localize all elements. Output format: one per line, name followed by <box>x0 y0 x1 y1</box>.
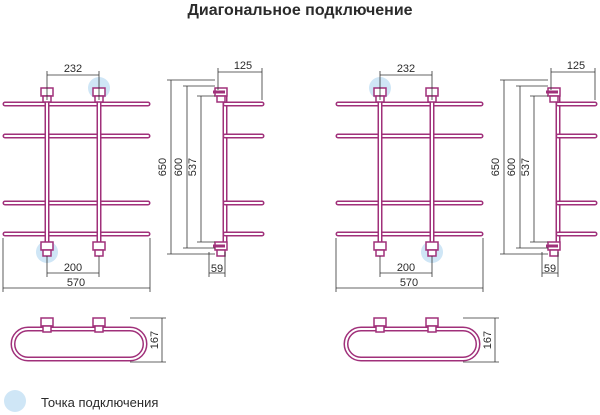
connection-point-legend-icon <box>4 390 26 412</box>
plan-loop <box>343 326 481 362</box>
side-fitting-top-nut <box>549 95 559 103</box>
front-fitting-bottom-right-nut <box>427 249 437 257</box>
dim-59-label: 59 <box>211 263 223 275</box>
dim-232-label: 232 <box>397 63 415 75</box>
plan-fitting-left-nut <box>375 325 385 333</box>
dim-570-label: 570 <box>67 277 85 289</box>
dim-200-label: 200 <box>397 262 415 274</box>
plan-fitting-right <box>425 317 439 327</box>
plan-loop-inner <box>345 328 479 360</box>
plan-loop <box>10 326 148 362</box>
plan-fitting-left-nut <box>42 325 52 333</box>
plan-fitting-right-nut <box>94 325 104 333</box>
dim-125-label: 125 <box>234 60 252 72</box>
page-title: Диагональное подключение <box>187 2 413 19</box>
plan-fitting-right <box>92 317 106 327</box>
dim-232-label: 232 <box>64 63 82 75</box>
front-fitting-bottom-right-nut <box>94 249 104 257</box>
side-fitting-top-nut <box>216 95 226 103</box>
dim-570-label: 570 <box>400 277 418 289</box>
dim-167-label: 167 <box>149 331 161 349</box>
dim-600-label: 600 <box>173 158 185 176</box>
plan-fitting-right-nut <box>427 325 437 333</box>
dim-537-label: 537 <box>187 158 199 176</box>
side-fitting-bottom-nut <box>549 249 559 257</box>
side-fitting-bottom-nut <box>216 249 226 257</box>
plan-loop-inner <box>12 328 146 360</box>
front-fitting-bottom-left-nut <box>375 249 385 257</box>
front-fitting-bottom-right <box>425 241 439 251</box>
front-fitting-bottom-left <box>373 241 387 251</box>
dim-650-label: 650 <box>157 158 169 176</box>
front-fitting-bottom-left-nut <box>42 249 52 257</box>
front-fitting-bottom-left <box>40 241 54 251</box>
dim-200-label: 200 <box>64 262 82 274</box>
dim-167-label: 167 <box>482 331 494 349</box>
plan-fitting-left <box>373 317 387 327</box>
front-fitting-bottom-right <box>92 241 106 251</box>
dim-600-label: 600 <box>506 158 518 176</box>
dim-537-label: 537 <box>520 158 532 176</box>
dim-125-label: 125 <box>567 60 585 72</box>
dim-59-label: 59 <box>544 263 556 275</box>
plan-fitting-left <box>40 317 54 327</box>
dim-650-label: 650 <box>490 158 502 176</box>
legend-label: Точка подключения <box>41 395 159 410</box>
